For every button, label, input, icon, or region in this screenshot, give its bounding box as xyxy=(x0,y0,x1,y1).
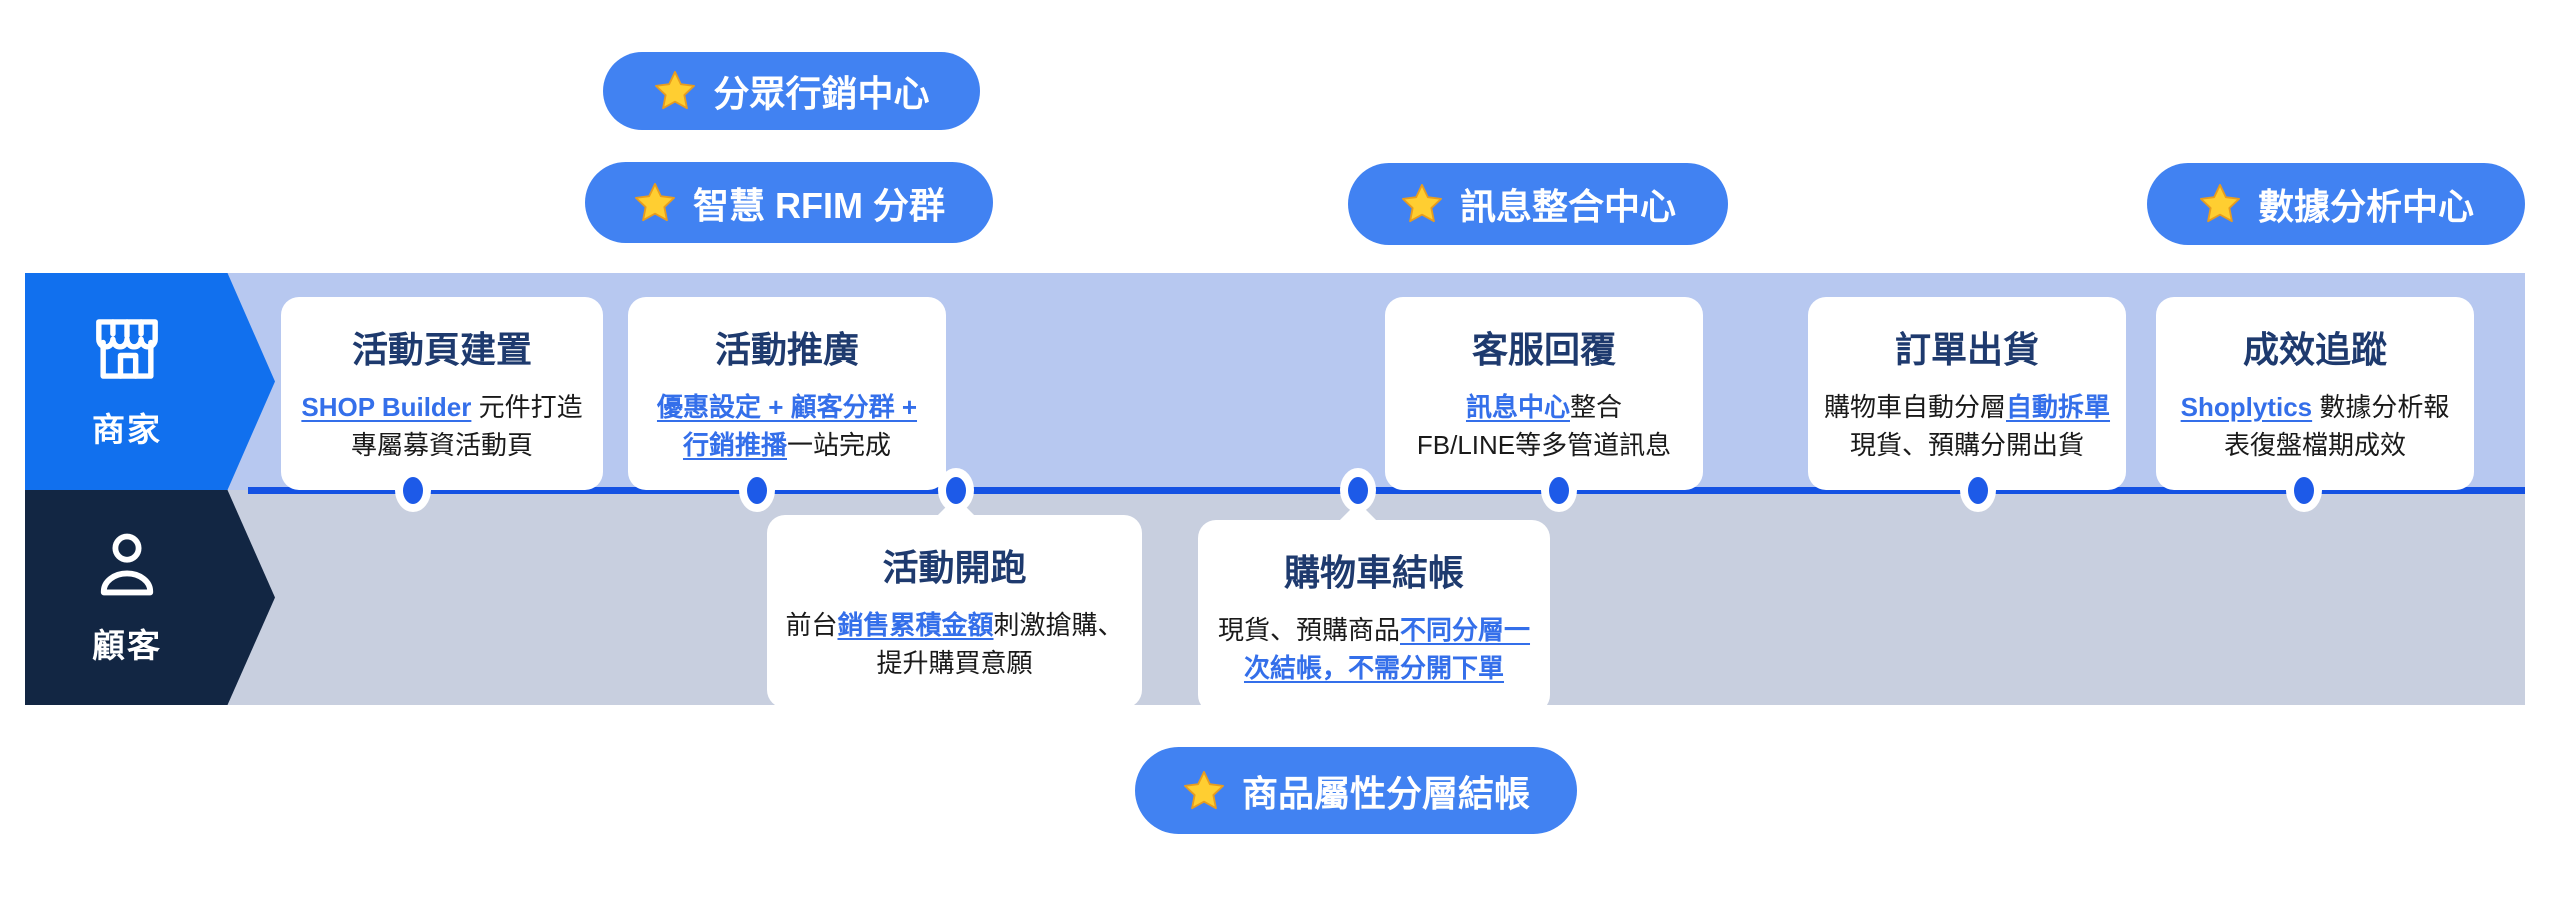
timeline-dot-campaign-promo xyxy=(739,468,775,512)
card-campaign-start: 活動開跑 前台銷售累積金額刺激搶購、提升購買意願 xyxy=(767,496,1142,709)
card-title: 購物車結帳 xyxy=(1283,552,1464,593)
badge-audience-marketing-center: 分眾行銷中心 xyxy=(603,52,980,130)
card-body: Shoplytics 數據分析報表復盤檔期成效 xyxy=(2168,389,2462,464)
badge-smart-rfim-segmentation: 智慧 RFIM 分群 xyxy=(585,162,993,243)
card-body: 現貨、預購商品不同分層一次結帳，不需分開下單 xyxy=(1210,612,1538,687)
badge-label: 數據分析中心 xyxy=(2257,186,2474,227)
card-order-shipping: 訂單出貨 購物車自動分層自動拆單現貨、預購分開出貨 xyxy=(1808,297,2126,509)
badge-label: 商品屬性分層結帳 xyxy=(1241,772,1530,814)
card-text: FB/LINE等多管道訊息 xyxy=(1416,429,1672,460)
shop-builder-link[interactable]: SHOP Builder xyxy=(301,392,472,422)
card-text: 一站完成 xyxy=(787,429,892,460)
card-performance-tracking: 成效追蹤 Shoplytics 數據分析報表復盤檔期成效 xyxy=(2156,297,2474,509)
star-icon xyxy=(653,69,697,113)
card-body: 購物車自動分層自動拆單現貨、預購分開出貨 xyxy=(1820,389,2114,464)
card-body: 前台銷售累積金額刺激搶購、提升購買意願 xyxy=(779,607,1130,682)
promo-settings-link[interactable]: 優惠設定 + 顧客分群 + xyxy=(656,392,918,422)
card-body: 訊息中心整合 FB/LINE等多管道訊息 xyxy=(1397,389,1691,464)
card-text: 整合 xyxy=(1570,392,1623,422)
card-campaign-promotion: 活動推廣 優惠設定 + 顧客分群 + 行銷推播一站完成 xyxy=(628,297,946,509)
card-text: 現貨、預購商品 xyxy=(1217,615,1400,645)
timeline-dot-campaign-page xyxy=(395,468,431,512)
card-title: 成效追蹤 xyxy=(2242,329,2387,370)
lane-merchant-label: 商家 xyxy=(92,410,162,448)
badge-message-integration-center: 訊息整合中心 xyxy=(1348,163,1728,245)
timeline-dot-cart-checkout xyxy=(1340,468,1376,512)
timeline-dot-customer-service xyxy=(1541,468,1577,512)
star-icon xyxy=(1400,182,1444,226)
card-title: 活動推廣 xyxy=(714,329,859,370)
badge-label: 訊息整合中心 xyxy=(1459,186,1676,227)
badge-data-analytics-center: 數據分析中心 xyxy=(2147,163,2525,245)
card-title: 活動頁建置 xyxy=(351,329,532,370)
lane-customer-header: 顧客 xyxy=(25,490,275,705)
star-icon xyxy=(633,181,677,225)
timeline-line xyxy=(248,487,2525,494)
card-title: 客服回覆 xyxy=(1471,329,1616,370)
badge-label: 智慧 RFIM 分群 xyxy=(693,184,945,226)
card-title: 訂單出貨 xyxy=(1894,329,2039,370)
message-center-link[interactable]: 訊息中心 xyxy=(1465,392,1570,422)
shoplytics-link[interactable]: Shoplytics xyxy=(2180,392,2313,422)
marketing-push-link[interactable]: 行銷推播 xyxy=(682,429,787,460)
card-body: SHOP Builder 元件打造專屬募資活動頁 xyxy=(293,389,591,464)
timeline-dot-order-shipping xyxy=(1960,468,1996,512)
card-text: 刺激搶購、提升購買意願 xyxy=(876,610,1124,678)
card-body: 優惠設定 + 顧客分群 + 行銷推播一站完成 xyxy=(640,389,934,464)
badge-label: 分眾行銷中心 xyxy=(713,73,930,114)
card-text: 數據分析報表復盤檔期成效 xyxy=(2223,392,2450,460)
storefront-icon xyxy=(88,313,166,385)
card-text: 前台 xyxy=(785,610,838,640)
timeline-dot-campaign-start xyxy=(938,468,974,512)
star-icon xyxy=(1182,769,1226,813)
tiered-checkout-link[interactable]: 不同分層一次結帳，不需分開下單 xyxy=(1243,615,1531,683)
lane-merchant-header: 商家 xyxy=(25,273,275,490)
sales-accumulation-link[interactable]: 銷售累積金額 xyxy=(837,610,994,640)
lane-customer-label: 顧客 xyxy=(92,626,162,664)
card-text: 元件打造專屬募資活動頁 xyxy=(350,392,583,460)
card-customer-service-reply: 客服回覆 訊息中心整合 FB/LINE等多管道訊息 xyxy=(1385,297,1703,509)
badge-product-attribute-tiered-checkout: 商品屬性分層結帳 xyxy=(1135,747,1577,834)
card-text: 購物車自動分層 xyxy=(1823,392,2006,422)
star-icon xyxy=(2198,182,2242,226)
card-title: 活動開跑 xyxy=(882,547,1027,588)
card-campaign-page-build: 活動頁建置 SHOP Builder 元件打造專屬募資活動頁 xyxy=(281,297,603,509)
card-cart-checkout: 購物車結帳 現貨、預購商品不同分層一次結帳，不需分開下單 xyxy=(1198,501,1550,714)
person-icon xyxy=(89,529,165,601)
auto-split-order-link[interactable]: 自動拆單 xyxy=(2006,392,2111,422)
timeline-dot-performance xyxy=(2286,468,2322,512)
card-text: 現貨、預購分開出貨 xyxy=(1849,429,2084,460)
